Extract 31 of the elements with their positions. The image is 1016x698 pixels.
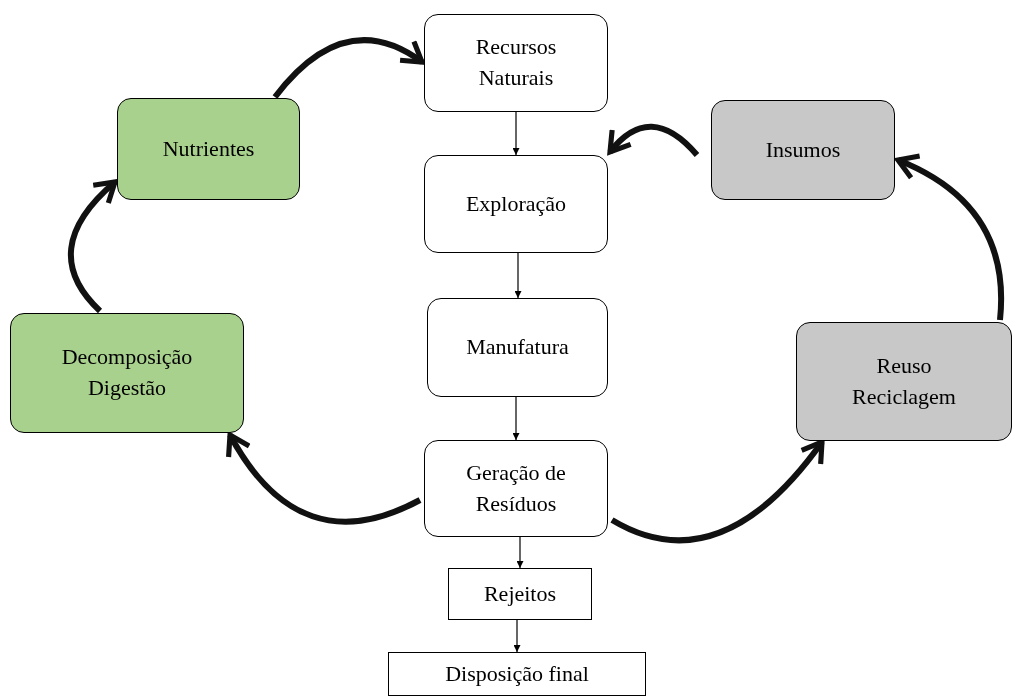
box-label: Exploração — [465, 189, 567, 218]
process-box — [424, 155, 608, 253]
box-label: Reuso Reciclagem — [851, 351, 957, 411]
box-label: Recursos Naturais — [474, 33, 558, 92]
process-box — [448, 568, 592, 620]
arrow — [610, 439, 825, 544]
process-box — [424, 14, 608, 112]
arrow — [226, 432, 422, 525]
arrow — [272, 37, 425, 99]
process-box — [796, 322, 1012, 441]
process-box — [427, 298, 608, 397]
arrow — [68, 179, 118, 314]
box-label: Disposição final — [445, 659, 589, 688]
process-box — [117, 98, 300, 200]
process-box — [711, 100, 895, 200]
arrow — [513, 619, 521, 653]
arrow — [607, 123, 700, 158]
box-label: Manufatura — [466, 333, 569, 362]
process-box — [10, 313, 244, 433]
process-box — [388, 652, 646, 696]
arrow — [514, 252, 522, 299]
box-label: Decomposição Digestão — [60, 343, 194, 402]
process-box — [424, 440, 608, 537]
box-label: Nutrientes — [162, 134, 255, 163]
arrow — [512, 396, 520, 441]
arrow — [512, 111, 520, 156]
arrow — [516, 536, 524, 569]
box-label: Insumos — [765, 135, 841, 164]
arrow — [895, 154, 1005, 321]
box-label: Rejeitos — [483, 579, 557, 608]
box-label: Geração de Resíduos — [465, 458, 567, 518]
